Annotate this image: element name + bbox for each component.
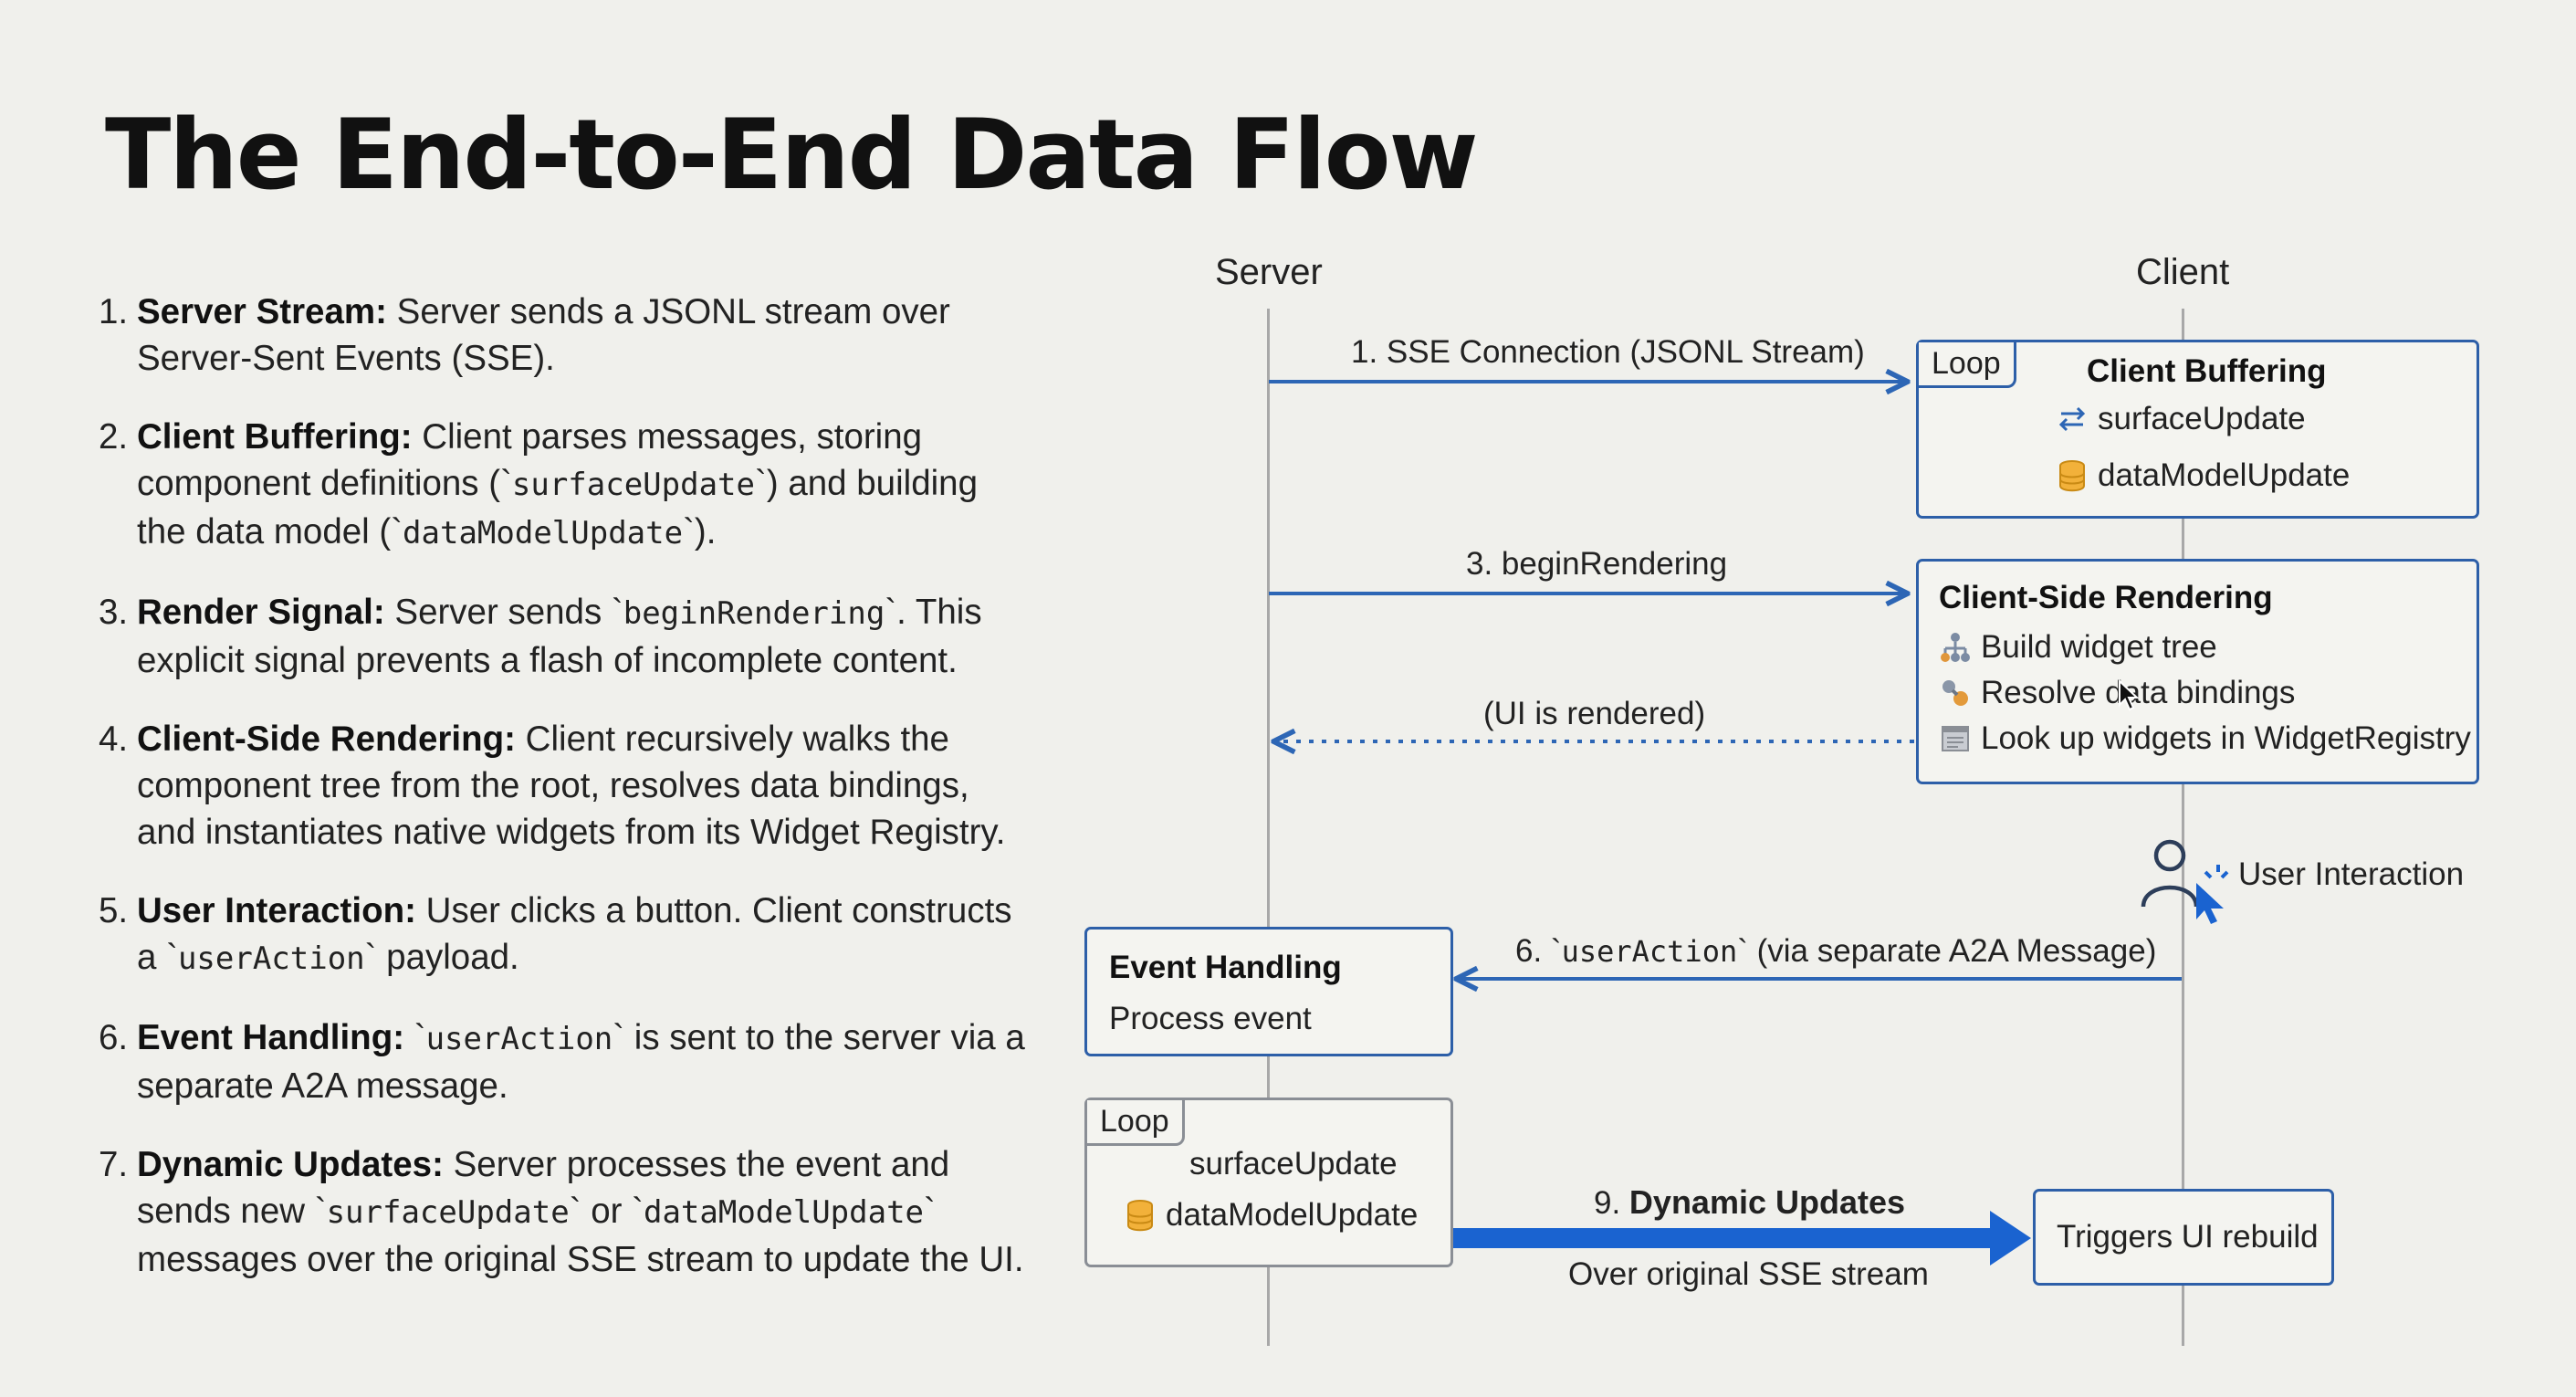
step-text: `. This explicit signal prevents a flash… bbox=[137, 593, 982, 680]
step-number: 5. bbox=[99, 891, 129, 930]
step-title: Client-Side Rendering: bbox=[137, 720, 516, 759]
client-buffering-title: Client Buffering bbox=[2087, 353, 2327, 389]
step-code: dataModelUpdate bbox=[643, 1194, 925, 1231]
event-handling-box: Event Handling Process event bbox=[1084, 927, 1453, 1056]
registry-icon bbox=[1939, 722, 1972, 755]
step-text: ` is sent to the server via a separate A… bbox=[137, 1018, 1025, 1106]
step-number: 1. bbox=[99, 292, 129, 331]
step-item: 2.Client Buffering: Client parses messag… bbox=[91, 414, 1031, 557]
step-text: Server sends ` bbox=[384, 593, 623, 632]
server-loop-box: Loop surfaceUpdate dataModelUpdate bbox=[1084, 1098, 1453, 1267]
client-buffering-item-2: dataModelUpdate bbox=[2056, 457, 2350, 494]
step-text: ` bbox=[404, 1018, 426, 1057]
step-item: 5.User Interaction: User clicks a button… bbox=[91, 888, 1031, 982]
client-rendering-item-2: Resolve data bindings bbox=[1939, 675, 2295, 711]
msg-over-sse: Over original SSE stream bbox=[1568, 1256, 1929, 1292]
step-item: 7.Dynamic Updates: Server processes the … bbox=[91, 1141, 1031, 1283]
loop-tag: Loop bbox=[1919, 342, 2016, 388]
step-title: Event Handling: bbox=[137, 1018, 405, 1057]
step-text: ` or ` bbox=[569, 1192, 644, 1231]
step-text: Server processes the event and sends new… bbox=[137, 1145, 950, 1231]
step-title: Render Signal: bbox=[137, 593, 385, 632]
step-item: 4.Client-Side Rendering: Client recursiv… bbox=[91, 716, 1031, 856]
msg-dynamic-updates: 9. Dynamic Updates bbox=[1594, 1183, 1906, 1221]
server-loop-item-1: surfaceUpdate bbox=[1189, 1146, 1398, 1182]
step-code: userAction bbox=[425, 1021, 613, 1057]
ui-rebuild-label: Triggers UI rebuild bbox=[2057, 1219, 2319, 1255]
step-code: surfaceUpdate bbox=[326, 1194, 570, 1231]
server-loop-tag: Loop bbox=[1087, 1100, 1185, 1146]
client-label: Client bbox=[2136, 252, 2230, 292]
msg-sse-connection: 1. SSE Connection (JSONL Stream) bbox=[1351, 334, 1865, 370]
step-code: userAction bbox=[177, 940, 365, 977]
step-text: Server sends a JSONL stream over Server-… bbox=[137, 292, 950, 378]
server-lifeline bbox=[1267, 309, 1270, 1346]
step-text: `). bbox=[683, 512, 717, 551]
mouse-pointer-icon bbox=[2119, 679, 2140, 711]
step-code: surfaceUpdate bbox=[511, 467, 755, 503]
client-buffering-box: Loop Client Buffering surfaceUpdate data… bbox=[1916, 340, 2479, 519]
step-item: 6.Event Handling: `userAction` is sent t… bbox=[91, 1014, 1031, 1109]
step-number: 6. bbox=[99, 1018, 129, 1057]
client-rendering-item-3: Look up widgets in WidgetRegistry bbox=[1939, 720, 2471, 757]
page-title: The End-to-End Data Flow bbox=[105, 99, 1479, 211]
client-buffering-item-1: surfaceUpdate bbox=[2056, 401, 2306, 437]
database-icon bbox=[2056, 459, 2089, 492]
step-text: ` messages over the original SSE stream … bbox=[137, 1192, 1024, 1279]
hierarchy-icon bbox=[1939, 631, 1972, 664]
step-number: 3. bbox=[99, 593, 129, 632]
ui-rebuild-box: Triggers UI rebuild bbox=[2033, 1189, 2334, 1286]
step-title: Server Stream: bbox=[137, 292, 387, 331]
step-list: 1.Server Stream: Server sends a JSONL st… bbox=[91, 289, 1031, 1315]
step-title: User Interaction: bbox=[137, 891, 416, 930]
step-text: `) and building the data model (` bbox=[137, 464, 978, 551]
step-text: Client parses messages, storing componen… bbox=[137, 417, 923, 503]
arrow-dynamic-updates-head bbox=[1990, 1211, 2031, 1266]
user-cursor-icon bbox=[2136, 835, 2236, 931]
step-title: Client Buffering: bbox=[137, 417, 413, 457]
step-text: Client recursively walks the component t… bbox=[137, 720, 1006, 852]
client-rendering-title: Client-Side Rendering bbox=[1939, 580, 2273, 615]
event-handling-item: Process event bbox=[1109, 1001, 1312, 1036]
client-rendering-item-1: Build widget tree bbox=[1939, 629, 2217, 666]
binding-icon bbox=[1939, 677, 1972, 709]
step-text: ` payload. bbox=[364, 938, 519, 977]
client-lifeline bbox=[2182, 309, 2184, 1346]
step-title: Dynamic Updates: bbox=[137, 1145, 444, 1184]
server-loop-item-2: dataModelUpdate bbox=[1124, 1197, 1418, 1234]
client-rendering-box: Client-Side Rendering Build widget tree … bbox=[1916, 559, 2479, 784]
server-label: Server bbox=[1215, 252, 1323, 292]
step-text: User clicks a button. Client constructs … bbox=[137, 891, 1012, 977]
step-number: 7. bbox=[99, 1145, 129, 1184]
step-number: 2. bbox=[99, 417, 129, 457]
msg-user-action: 6. `userAction` (via separate A2A Messag… bbox=[1515, 933, 2157, 969]
msg-ui-rendered: (UI is rendered) bbox=[1483, 696, 1706, 731]
event-handling-title: Event Handling bbox=[1109, 950, 1342, 985]
step-number: 4. bbox=[99, 720, 129, 759]
step-item: 3.Render Signal: Server sends `beginRend… bbox=[91, 589, 1031, 684]
msg-begin-rendering: 3. beginRendering bbox=[1466, 546, 1728, 582]
step-code: beginRendering bbox=[623, 595, 885, 632]
step-code: dataModelUpdate bbox=[403, 515, 684, 551]
database-icon bbox=[1124, 1199, 1157, 1232]
step-item: 1.Server Stream: Server sends a JSONL st… bbox=[91, 289, 1031, 382]
sync-arrows-icon bbox=[2056, 403, 2089, 436]
user-interaction-label: User Interaction bbox=[2238, 856, 2465, 892]
